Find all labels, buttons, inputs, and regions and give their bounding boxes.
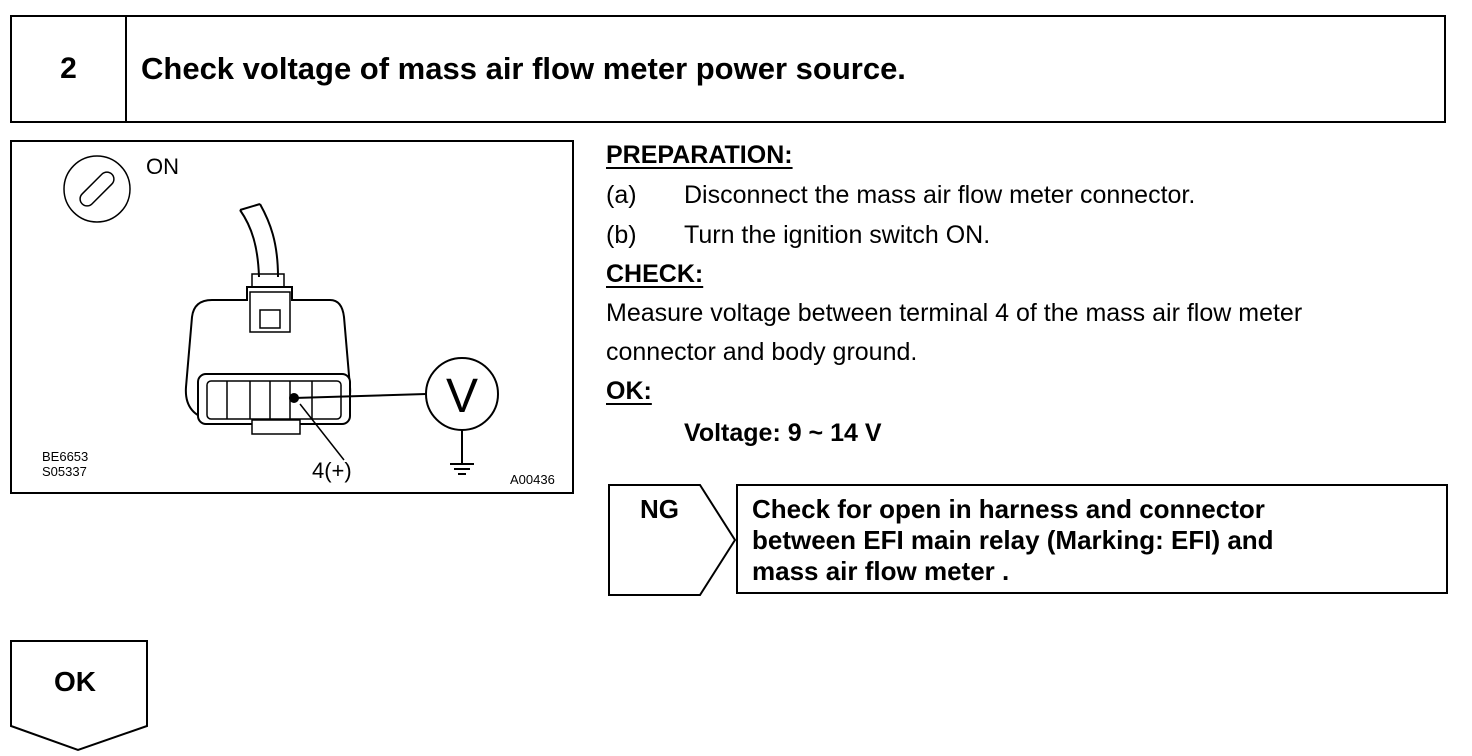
step-number: 2: [12, 17, 127, 121]
step-title: Check voltage of mass air flow meter pow…: [141, 51, 906, 86]
ignition-on-label: ON: [146, 154, 179, 179]
connector-diagram: V ON 4(+) BE6653 S05337 A00436: [10, 140, 574, 494]
step-header: 2 Check voltage of mass air flow meter p…: [10, 15, 1446, 123]
ng-label: NG: [640, 494, 679, 524]
ng-action-line: Check for open in harness and connector: [752, 494, 1265, 524]
step-text: Disconnect the mass air flow meter conne…: [684, 181, 1196, 209]
ground-icon: [450, 430, 474, 475]
preparation-heading: PREPARATION:: [606, 141, 793, 169]
connector-body: [184, 286, 352, 435]
ok-arrow-tag: [10, 640, 148, 752]
ng-arrow-tag: [608, 484, 736, 596]
check-heading: CHECK:: [606, 260, 704, 288]
voltage-spec: Voltage: 9 ~ 14 V: [684, 419, 882, 447]
ignition-key-icon: [63, 155, 131, 223]
reference-code-2: S05337: [42, 464, 87, 479]
figure-code: A00436: [510, 472, 555, 487]
preparation-step: (b) Turn the ignition switch ON.: [606, 215, 1466, 255]
instructions: PREPARATION: (a) Disconnect the mass air…: [606, 136, 1466, 453]
ng-action-line: between EFI main relay (Marking: EFI) an…: [752, 525, 1274, 555]
ng-action-line: mass air flow meter .: [752, 556, 1010, 586]
ok-spec-heading: OK:: [606, 377, 652, 405]
step-letter: (b): [606, 221, 637, 249]
voltmeter: V: [289, 357, 499, 431]
check-text-line: connector and body ground.: [606, 338, 918, 366]
wire-harness: [239, 203, 285, 297]
reference-code-1: BE6653: [42, 449, 89, 464]
preparation-step: (a) Disconnect the mass air flow meter c…: [606, 175, 1466, 215]
voltmeter-symbol: V: [446, 370, 478, 423]
ng-action-box: Check for open in harness and connector …: [736, 484, 1448, 594]
check-text-line: Measure voltage between terminal 4 of th…: [606, 299, 1303, 327]
ok-label: OK: [54, 666, 96, 697]
step-letter: (a): [606, 181, 637, 209]
step-text: Turn the ignition switch ON.: [684, 221, 991, 249]
connector-drawing: V: [63, 155, 499, 475]
terminal-label: 4(+): [312, 458, 352, 483]
